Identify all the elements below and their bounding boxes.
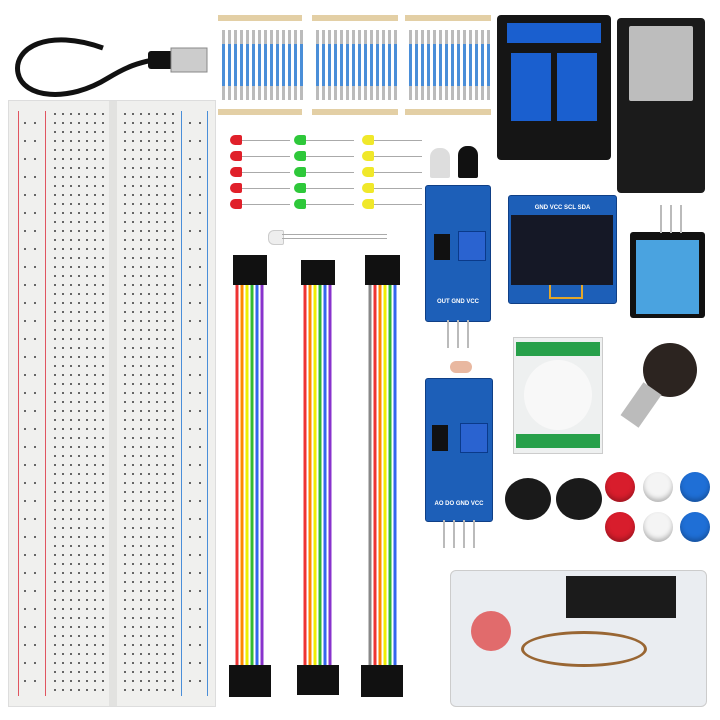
led [294,199,306,209]
resistor [258,30,261,100]
header-pin [660,205,662,233]
resistor [352,30,355,100]
resistor [240,30,243,100]
header-pin [680,205,682,233]
resistor [316,30,319,100]
button-cap-white [643,472,673,502]
pir-sensor [513,337,603,454]
resistor [415,30,418,100]
header-pin [467,320,469,348]
green-leds [292,135,354,215]
header-pin [447,320,449,348]
resistor [364,30,367,100]
resistor [294,30,297,100]
resistor [445,30,448,100]
resistor [451,30,454,100]
header-pin [670,205,672,233]
storage-box [450,570,707,707]
button-cap-blue [680,472,710,502]
led [362,135,374,145]
resistor [433,30,436,100]
potentiometer [620,343,697,428]
resistor [463,30,466,100]
resistor [370,30,373,100]
light-pins-label: AO DO GND VCC [434,501,484,507]
resistor [358,30,361,100]
header-pin [463,520,465,548]
header-pin [443,520,445,548]
resistor [322,30,325,100]
resistor [469,30,472,100]
resistor [427,30,430,100]
resistor [334,30,337,100]
usb-cable [15,37,208,97]
resistor [487,30,490,100]
ir-pins-label: OUT GND VCC [437,299,479,305]
relay-module [497,15,611,160]
jumper-wires-bundles [229,255,403,697]
resistor [276,30,279,100]
resistor [376,30,379,100]
resistor [270,30,273,100]
led [362,183,374,193]
button-cap-blue [680,512,710,542]
resistor [288,30,291,100]
led [230,167,242,177]
resistor [421,30,424,100]
rgb-led [268,230,388,245]
led [294,167,306,177]
oled-display: GND VCC SCL SDA [508,195,617,304]
led [230,199,242,209]
resistor [388,30,391,100]
resistor [475,30,478,100]
led [294,183,306,193]
resistor-strip [405,15,491,115]
resistor [228,30,231,100]
resistor [439,30,442,100]
resistor [252,30,255,100]
resistor [409,30,412,100]
header-pin [453,520,455,548]
resistor [481,30,484,100]
resistor [346,30,349,100]
oled-pins-label: GND VCC SCL SDA [534,205,591,211]
esp32-board [617,18,705,193]
led [230,183,242,193]
button-cap-red [605,472,635,502]
breadboard [8,100,216,707]
led [294,135,306,145]
resistor [457,30,460,100]
resistor [246,30,249,100]
led [230,135,242,145]
header-pin [473,520,475,548]
resistor [300,30,303,100]
led [294,151,306,161]
resistor-strip [312,15,398,115]
resistor [222,30,225,100]
buzzer [556,478,602,520]
resistor [328,30,331,100]
resistor [382,30,385,100]
resistor [282,30,285,100]
ir-sensor-module: OUT GND VCC [425,146,491,322]
resistor [394,30,397,100]
light-sensor-module: AO DO GND VCC [425,361,493,522]
button-cap-white [643,512,673,542]
resistor [234,30,237,100]
resistor-strip [218,15,303,115]
led [230,151,242,161]
led [362,151,374,161]
resistor [264,30,267,100]
buzzer [505,478,551,520]
led [362,167,374,177]
red-leds [228,135,290,215]
led [362,199,374,209]
header-pin [457,320,459,348]
yellow-leds [360,135,422,215]
resistor [340,30,343,100]
dht11-sensor [630,232,705,318]
button-cap-red [605,512,635,542]
